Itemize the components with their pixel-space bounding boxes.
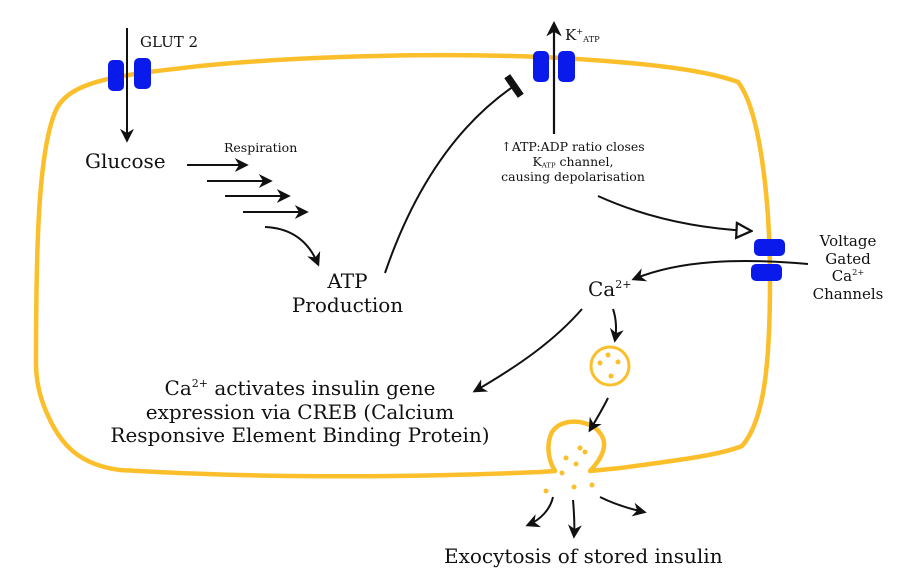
ratio-line2: KATP channel, bbox=[488, 153, 658, 170]
ratio-line2-rest: channel, bbox=[555, 153, 614, 169]
atp-inhibition-arrow bbox=[384, 74, 524, 274]
atp-adp-ratio-label: ↑ATP:ADP ratio closes KATP channel, caus… bbox=[488, 139, 658, 184]
glut2-label: GLUT 2 bbox=[140, 33, 199, 51]
katp-k: K bbox=[565, 26, 577, 44]
katp-sub: ATP bbox=[583, 34, 600, 45]
creb-label: Ca2+ activates insulin gene expression v… bbox=[96, 376, 504, 448]
calcium-label: Ca2+ bbox=[588, 277, 632, 302]
vgcc-line3: Ca2+ bbox=[808, 268, 888, 286]
vgcc-line2: Gated bbox=[825, 249, 871, 268]
insulin-vesicle-icon bbox=[589, 345, 631, 387]
exocytosis-label: Exocytosis of stored insulin bbox=[444, 544, 723, 568]
vgcc-label: Voltage Gated Ca2+ Channels bbox=[808, 232, 888, 304]
vesicle-to-membrane-arrow bbox=[588, 397, 609, 433]
creb-line3: Responsive Element Binding Protein) bbox=[110, 423, 490, 448]
exocytosis-arrow-right bbox=[599, 496, 647, 517]
exocytosis-arrow-down bbox=[567, 499, 582, 539]
katp-label: K+ATP bbox=[565, 25, 600, 45]
katp-channel-icon bbox=[533, 51, 575, 82]
calcium-to-vesicle-arrow bbox=[609, 308, 624, 343]
exocytosis-arrow-left bbox=[525, 496, 554, 528]
depolarisation-arrow bbox=[597, 195, 750, 231]
calcium-to-creb-arrow bbox=[472, 308, 583, 393]
creb-line1-sup: 2+ bbox=[191, 376, 208, 390]
atp-production-line1: ATP bbox=[327, 269, 368, 293]
katp-sup: + bbox=[576, 25, 584, 36]
ratio-line2-k: K bbox=[532, 153, 542, 169]
vgcc-channel-icon bbox=[751, 239, 785, 281]
calcium-sup: 2+ bbox=[615, 277, 632, 291]
cell-membrane bbox=[33, 52, 773, 479]
insulin-granules bbox=[543, 445, 595, 494]
atp-production-line2: Production bbox=[291, 292, 404, 317]
respiration-arrows bbox=[187, 158, 321, 267]
creb-line2: expression via CREB (Calcium bbox=[145, 399, 455, 424]
calcium-influx-arrow bbox=[631, 260, 809, 282]
calcium-base: Ca bbox=[588, 277, 616, 301]
vgcc-line3-base: Ca bbox=[831, 267, 853, 286]
vgcc-line1: Voltage bbox=[819, 232, 877, 250]
vgcc-line4: Channels bbox=[812, 285, 884, 304]
ratio-line1: ↑ATP:ADP ratio closes bbox=[488, 139, 658, 155]
glucose-label: Glucose bbox=[85, 149, 166, 173]
creb-line1-base: Ca bbox=[164, 376, 192, 400]
creb-line1: Ca2+ activates insulin gene bbox=[96, 376, 504, 401]
ratio-line2-sub: ATP bbox=[541, 161, 556, 170]
ratio-line3: causing depolarisation bbox=[501, 168, 645, 184]
to-atp-arrow bbox=[264, 226, 321, 267]
glut2-channel-icon bbox=[108, 58, 151, 91]
atp-production-label: ATP Production bbox=[285, 269, 410, 317]
ratio-line1-text: ATP:ADP ratio closes bbox=[511, 139, 645, 154]
up-arrow-icon: ↑ bbox=[501, 139, 512, 154]
creb-line1-rest: activates insulin gene bbox=[208, 376, 436, 400]
respiration-label: Respiration bbox=[224, 140, 298, 155]
vgcc-line3-sup: 2+ bbox=[852, 267, 865, 278]
